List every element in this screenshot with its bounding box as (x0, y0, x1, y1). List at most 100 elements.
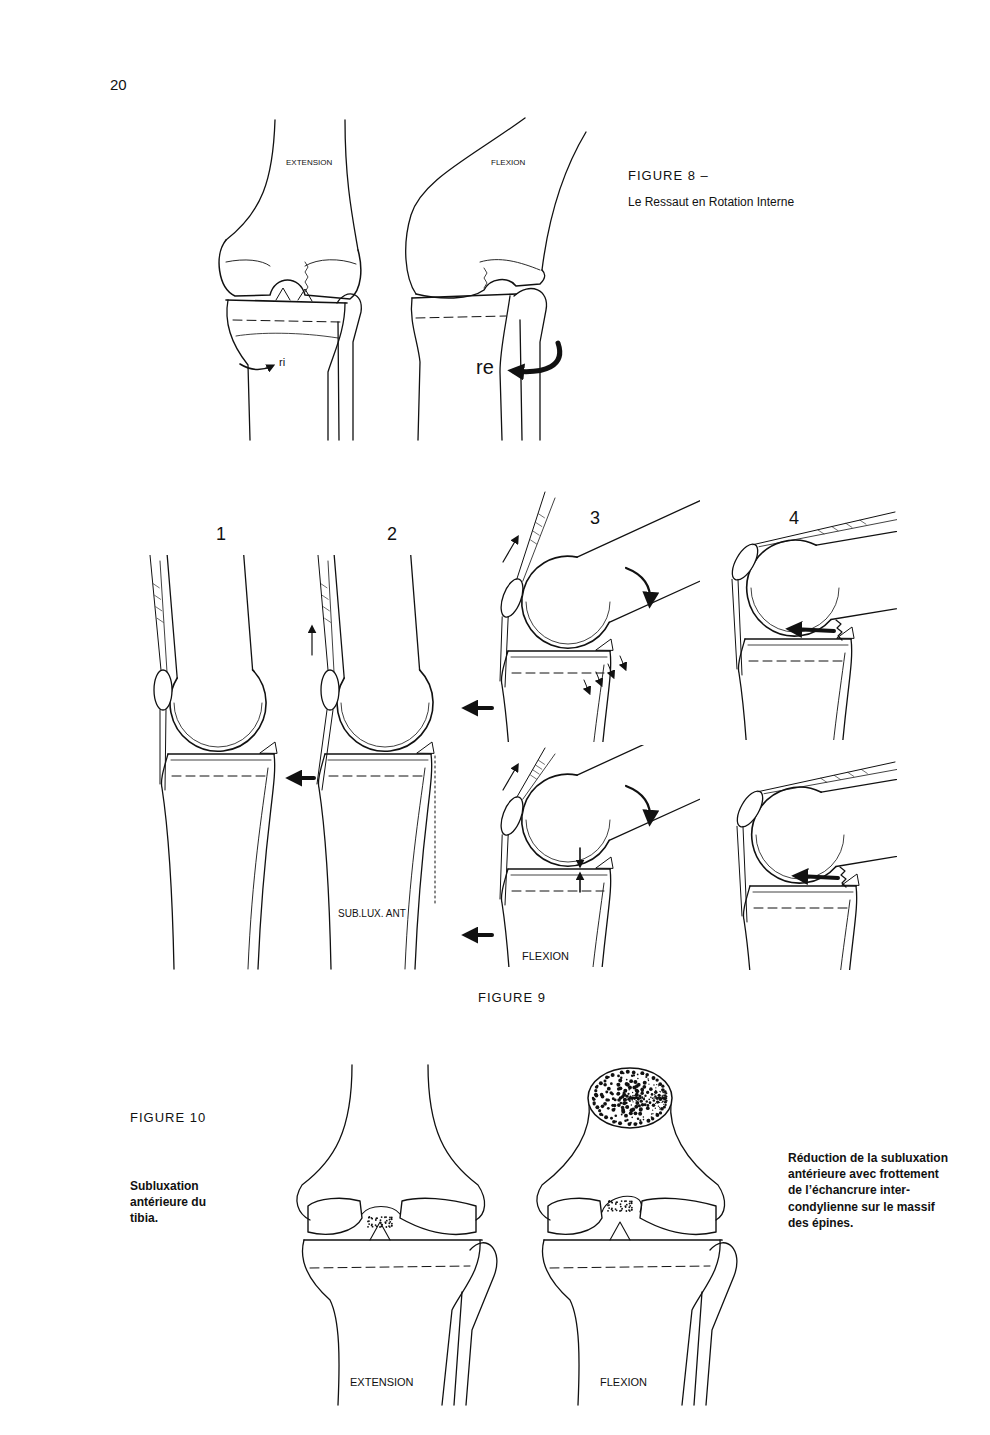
condyle-outline (226, 260, 356, 266)
stipple-dot (607, 1107, 610, 1110)
stipple-dot (367, 1220, 369, 1222)
stipple-dot (617, 1075, 620, 1078)
stipple-dot (631, 1201, 633, 1203)
ligament-hatching (484, 268, 487, 288)
stipple-dot (646, 1100, 648, 1102)
tibia-medial (542, 1240, 579, 1405)
meniscus (417, 742, 434, 753)
stipple-dot (648, 1080, 649, 1081)
tibia-posterior (835, 639, 852, 740)
stipple-dot (595, 1105, 599, 1109)
tendon-fibre (832, 527, 838, 531)
stipple-dot (380, 1219, 382, 1221)
figure-caption: Réduction de la subluxation antérieure a… (788, 1150, 948, 1231)
stipple-dot (625, 1210, 627, 1212)
stipple-dot (636, 1097, 637, 1098)
stipple-dot (635, 1100, 637, 1102)
stipple-dot (646, 1119, 650, 1123)
tibia-posterior (500, 296, 510, 440)
lateral-condyle (400, 1198, 476, 1234)
stipple-dot (620, 1206, 622, 1208)
stipple-dot (622, 1093, 626, 1097)
compression-arrow (579, 875, 581, 892)
stipple-dot (615, 1203, 617, 1205)
plateau-cartilage (511, 875, 607, 876)
knee-side-view (150, 555, 277, 969)
stipple-dot (376, 1217, 378, 1219)
quadriceps-tendon (328, 561, 334, 672)
stipple-dot (626, 1204, 628, 1206)
stipple-dot (601, 1105, 605, 1109)
stipple-dot (656, 1100, 659, 1103)
stipple-dot (607, 1204, 609, 1206)
stipple-dot (656, 1113, 657, 1114)
stipple-dot (627, 1093, 629, 1095)
ligament-hatching (305, 262, 308, 292)
figure-caption: Le Ressaut en Rotation Interne (628, 195, 794, 209)
meniscus-fold (836, 620, 842, 640)
patella (154, 670, 172, 710)
tendon-fibre (323, 607, 329, 611)
femur-posterior (542, 132, 586, 270)
stipple-dot (665, 1097, 667, 1099)
contact-stipple (367, 1216, 393, 1228)
tibia-posterior (258, 754, 275, 969)
stipple-dot (599, 1081, 603, 1085)
stipple-dot (649, 1087, 653, 1091)
fibula-line (825, 653, 845, 740)
femoral-condyles (219, 240, 361, 299)
stipple-dot (638, 1112, 642, 1116)
stipple-dot (632, 1092, 633, 1093)
stipple-dot (632, 1097, 633, 1098)
quadriceps-tendon (758, 762, 895, 792)
tibia-medial (227, 300, 250, 440)
meniscus (260, 742, 277, 753)
displacement-line (435, 756, 436, 905)
femoral-condyles (416, 270, 545, 298)
stipple-dot (631, 1202, 633, 1204)
stipple-dot (653, 1084, 654, 1085)
stipple-dot (635, 1089, 638, 1092)
flexion-arrow (626, 568, 650, 602)
stipple-dot (632, 1097, 633, 1098)
stipple-dot (639, 1097, 641, 1099)
tendon-fibre (818, 530, 824, 534)
stipple-dot (622, 1101, 626, 1105)
tendon-fibre (153, 584, 159, 588)
stipple-dot (637, 1083, 641, 1087)
patella (727, 540, 763, 584)
stipple-dot (655, 1107, 656, 1108)
stipple-dot (652, 1076, 656, 1080)
femoral-condyle (337, 670, 433, 751)
stipple-dot (370, 1217, 372, 1219)
patellar-tendon (738, 579, 742, 675)
stipple-dot (643, 1119, 645, 1121)
stipple-dot (637, 1098, 640, 1101)
growth-line (512, 891, 604, 892)
stipple-dot (650, 1097, 652, 1099)
tendon-fibre (533, 531, 539, 535)
stipple-dot (633, 1122, 637, 1126)
stipple-dot (620, 1076, 622, 1078)
knee-side-view (468, 745, 700, 967)
compression-arrow (579, 848, 581, 865)
condyle-cartilage (526, 602, 610, 644)
stipple-dot (652, 1110, 653, 1111)
stipple-dot (619, 1086, 623, 1090)
tendon-fibre (536, 765, 542, 769)
stipple-dot (663, 1095, 664, 1096)
femur-anterior (577, 745, 700, 775)
stipple-dot (389, 1216, 391, 1218)
tibial-plateau (168, 753, 274, 755)
patellar-tendon (322, 710, 333, 790)
view-label: SUB.LUX. ANT (337, 908, 407, 920)
plateau-cartilage (171, 760, 271, 761)
traction-arrow (503, 766, 517, 790)
stipple-dot (368, 1220, 370, 1222)
tibia-anterior (738, 639, 751, 740)
femur-anterior (577, 490, 700, 557)
plateau-cartilage (511, 657, 607, 658)
knee-front-extension (219, 120, 361, 440)
stipple-dot (637, 1074, 639, 1076)
release-arrow (608, 664, 613, 676)
